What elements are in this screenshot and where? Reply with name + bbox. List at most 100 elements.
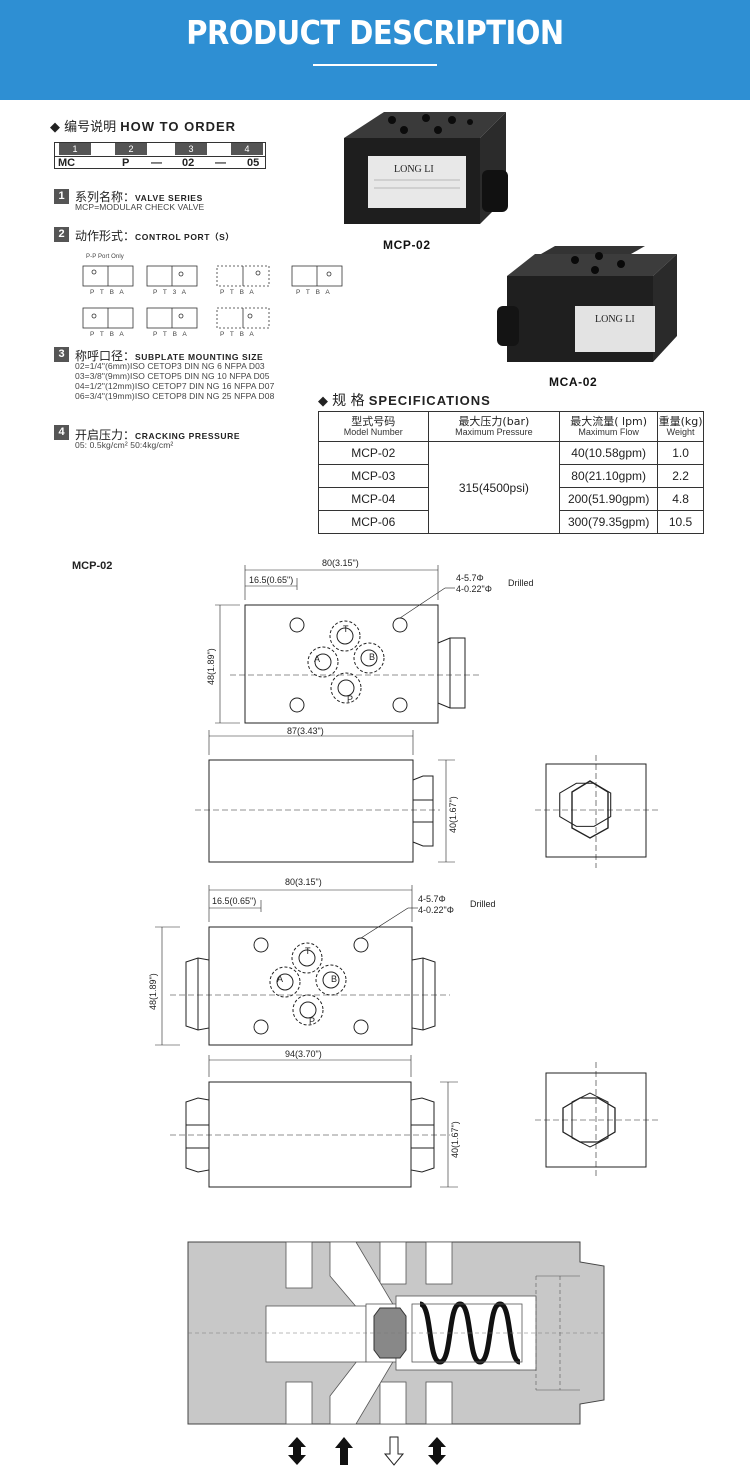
- drawing-label: MCP-02: [72, 560, 113, 572]
- mca-02-photo: LONG LI: [497, 246, 677, 362]
- item-title-cn: 开启压力：: [75, 428, 136, 442]
- cell-weight: 1.0: [657, 441, 704, 465]
- diamond-icon: ◆: [318, 394, 328, 409]
- col-flow: 最大流量( lpm)Maximum Flow: [559, 411, 659, 442]
- spec-cn: 规 格: [332, 393, 365, 409]
- port-label: P: [309, 1016, 315, 1026]
- cell-weight: 2.2: [657, 464, 704, 488]
- item-title-en: CONTROL PORT（S）: [135, 232, 235, 242]
- brand-label: LONG LI: [394, 164, 434, 175]
- double-arrow-icon: [288, 1437, 306, 1465]
- d1-height-dim: 48(1.89"): [206, 648, 216, 685]
- cell-flow: 40(10.58gpm): [559, 441, 659, 465]
- size-line: 03=3/8"(9mm)ISO CETOP5 DIN NG 10 NFPA D0…: [75, 371, 270, 381]
- control-port-symbols: [82, 265, 343, 329]
- page-title: PRODUCT DESCRIPTION: [186, 13, 564, 53]
- port-label: A: [277, 974, 283, 984]
- port-letters: P T B A: [90, 289, 126, 296]
- port-note: P-P Port Only: [86, 254, 124, 260]
- section-view: [187, 1241, 605, 1425]
- cell-flow: 80(21.10gpm): [559, 464, 659, 488]
- d3-body: [208, 926, 413, 1046]
- title-underline: [313, 64, 437, 66]
- item-number: 1: [54, 189, 69, 204]
- cell-model: MCP-02: [318, 441, 429, 465]
- cell-model: MCP-03: [318, 464, 429, 488]
- d2-width-dim: 87(3.43"): [287, 726, 324, 736]
- size-line: 06=3/4"(19mm)ISO CETOP8 DIN NG 25 NFPA D…: [75, 391, 275, 401]
- code-pressure: 05: [247, 157, 260, 169]
- d3-hole-dim-in: 4-0.22"Φ: [418, 905, 454, 915]
- table-row: MCP-02 315(4500psi) 40(10.58gpm) 1.0: [318, 441, 704, 534]
- d1-drilled: Drilled: [508, 578, 534, 588]
- code-dash: —: [215, 157, 226, 169]
- code-series: MC: [58, 157, 76, 169]
- position-2: 2: [115, 143, 147, 155]
- specifications-heading: ◆ 规 格 SPECIFICATIONS: [318, 390, 491, 410]
- header-banner: [0, 0, 750, 100]
- cell-model: MCP-06: [318, 510, 429, 534]
- d2-height-dim: 40(1.67"): [448, 796, 458, 833]
- item-title-cn: 称呼口径：: [75, 349, 136, 363]
- port-label: B: [331, 974, 337, 984]
- port-letters: P T B A: [220, 289, 256, 296]
- item-title: 动作形式：CONTROL PORT（S）: [75, 227, 235, 244]
- position-1: 1: [59, 143, 91, 155]
- item-title-cn: 系列名称：: [75, 190, 136, 204]
- d3-height-dim: 48(1.89"): [148, 973, 158, 1010]
- how-to-order-heading: ◆ 编号说明 HOW TO ORDER: [50, 116, 236, 135]
- item-title-en: SUBPLATE MOUNTING SIZE: [135, 352, 264, 362]
- cell-weight: 4.8: [657, 487, 704, 511]
- up-arrow-icon: [335, 1437, 353, 1465]
- item-title: 系列名称：VALVE SERIES: [75, 188, 203, 205]
- d1-width-dim: 80(3.15"): [322, 558, 359, 568]
- item-title-en: VALVE SERIES: [135, 193, 203, 203]
- d2-body: [208, 759, 414, 863]
- item-number: 3: [54, 347, 69, 362]
- port-label: T: [305, 946, 311, 956]
- d4-height-dim: 40(1.67"): [450, 1121, 460, 1158]
- d3-offset-dim: 16.5(0.65"): [212, 896, 256, 906]
- d1-hole-dim: 4-5.7Φ: [456, 573, 484, 583]
- order-code-table: 1 2 3 4 MC P — 02 — 05: [54, 142, 266, 169]
- d3-drilled: Drilled: [470, 899, 496, 909]
- item-title-cn: 动作形式：: [75, 229, 136, 243]
- down-arrow-outline-icon: [383, 1436, 405, 1466]
- port-letters: P T B A: [90, 331, 126, 338]
- port-label: B: [369, 652, 375, 662]
- size-line: 04=1/2"(12mm)ISO CETOP7 DIN NG 16 NFPA D…: [75, 381, 275, 391]
- d4-body: [208, 1081, 412, 1188]
- item-number: 2: [54, 227, 69, 242]
- flow-arrows: [288, 1436, 446, 1466]
- cell-weight: 10.5: [657, 510, 704, 534]
- cell-pressure: 315(4500psi): [427, 441, 561, 534]
- item-title: 称呼口径：SUBPLATE MOUNTING SIZE: [75, 347, 263, 364]
- photo-label-mca: MCA-02: [549, 375, 598, 389]
- spec-en: SPECIFICATIONS: [368, 393, 491, 408]
- item-desc: MCP=MODULAR CHECK VALVE: [75, 202, 205, 212]
- position-3: 3: [175, 143, 207, 155]
- port-label: T: [343, 624, 349, 634]
- item-title-en: CRACKING PRESSURE: [135, 431, 241, 441]
- d1-body: [244, 604, 439, 724]
- port-letters: P T B A: [220, 331, 256, 338]
- size-line: 02=1/4"(6mm)ISO CETOP3 DIN NG 6 NFPA D03: [75, 361, 265, 371]
- position-4: 4: [231, 143, 263, 155]
- how-to-order-en: HOW TO ORDER: [120, 119, 237, 134]
- d4-width-dim: 94(3.70"): [285, 1049, 322, 1059]
- col-weight: 重量(kg)Weight: [657, 411, 704, 442]
- cell-model: MCP-04: [318, 487, 429, 511]
- port-letters: P T B A: [296, 289, 332, 296]
- d3-width-dim: 80(3.15"): [285, 877, 322, 887]
- d1-offset-dim: 16.5(0.65"): [249, 575, 293, 585]
- how-to-order-cn: 编号说明: [64, 120, 117, 135]
- d1-hole-dim-in: 4-0.22"Φ: [456, 584, 492, 594]
- pressure-line: 05: 0.5kg/cm² 50:4kg/cm²: [75, 440, 174, 450]
- d3-hole-dim: 4-5.7Φ: [418, 894, 446, 904]
- table-row: MCP-06 300(79.35gpm) 10.5: [318, 510, 704, 534]
- code-port: P: [122, 157, 130, 169]
- brand-label: LONG LI: [595, 314, 635, 325]
